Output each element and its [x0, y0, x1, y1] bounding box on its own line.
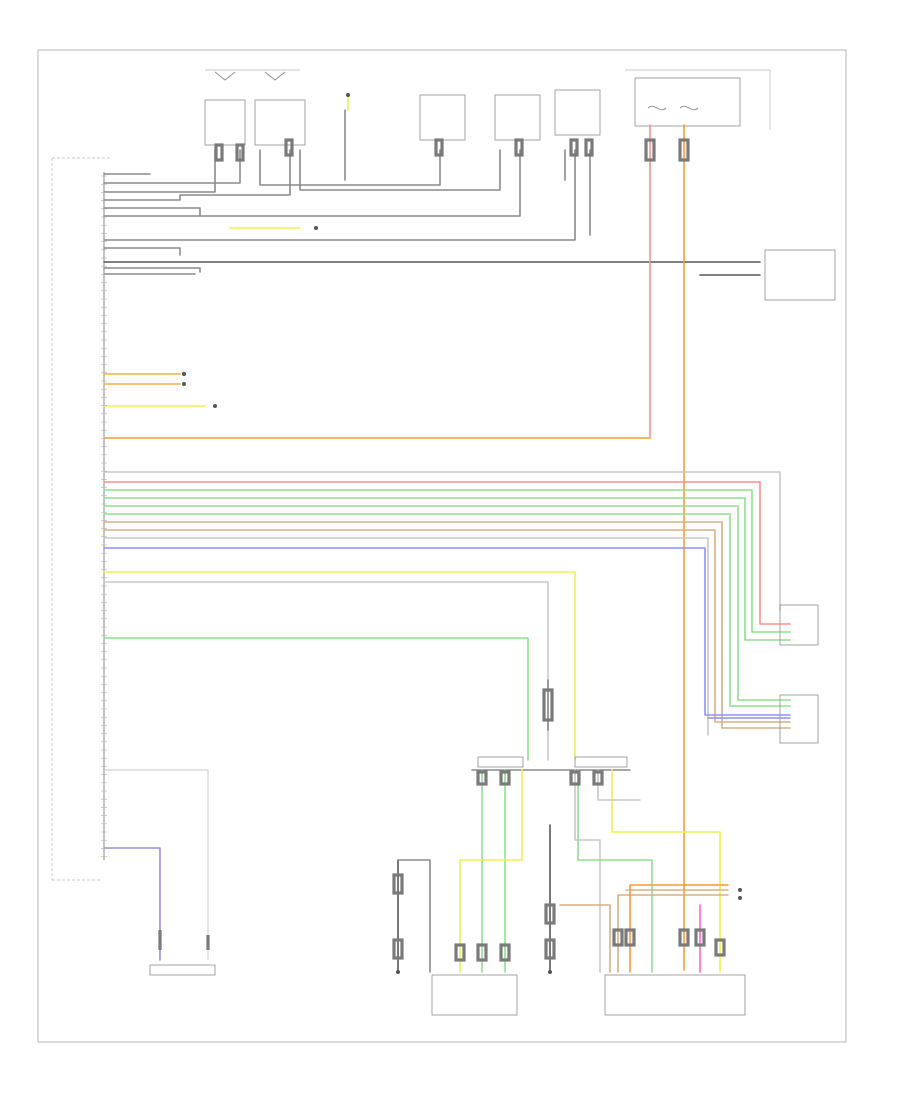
right-module-box: [764, 249, 836, 301]
top-components: [204, 69, 836, 301]
diagram-frame: [37, 49, 847, 1043]
left-short-wires: [103, 372, 651, 439]
fuse-panel: [634, 77, 741, 127]
component-box-2: [254, 99, 306, 146]
bottom-box-center: [431, 974, 518, 1016]
pin-ticks: [101, 175, 107, 857]
bottom-left-wires: [103, 769, 210, 961]
antenna-icon-2: [264, 71, 286, 81]
control-module-outline: [51, 157, 110, 881]
component-box-5: [554, 89, 601, 136]
bottom-gray-drops: [397, 824, 551, 973]
component-box-3: [419, 94, 466, 141]
component-box-4: [494, 94, 541, 141]
bus-harness: [103, 471, 791, 736]
splice-block: [471, 756, 631, 771]
splice-drops: [459, 769, 742, 973]
connector-upper: [779, 604, 819, 646]
connector-lower: [779, 694, 819, 744]
lower-harness: [103, 571, 576, 761]
component-box-1: [204, 99, 246, 146]
top-gray-harness: [103, 109, 761, 276]
top-yellow-segments: [229, 93, 350, 230]
bus-connectors: [779, 604, 819, 744]
fuse-symbols: [647, 105, 699, 111]
bottom-components: [149, 964, 746, 1016]
wire-connectors: [214, 138, 726, 962]
bottom-box-left: [149, 964, 216, 976]
antenna-icon-1: [214, 71, 236, 81]
bottom-box-right: [604, 974, 746, 1016]
